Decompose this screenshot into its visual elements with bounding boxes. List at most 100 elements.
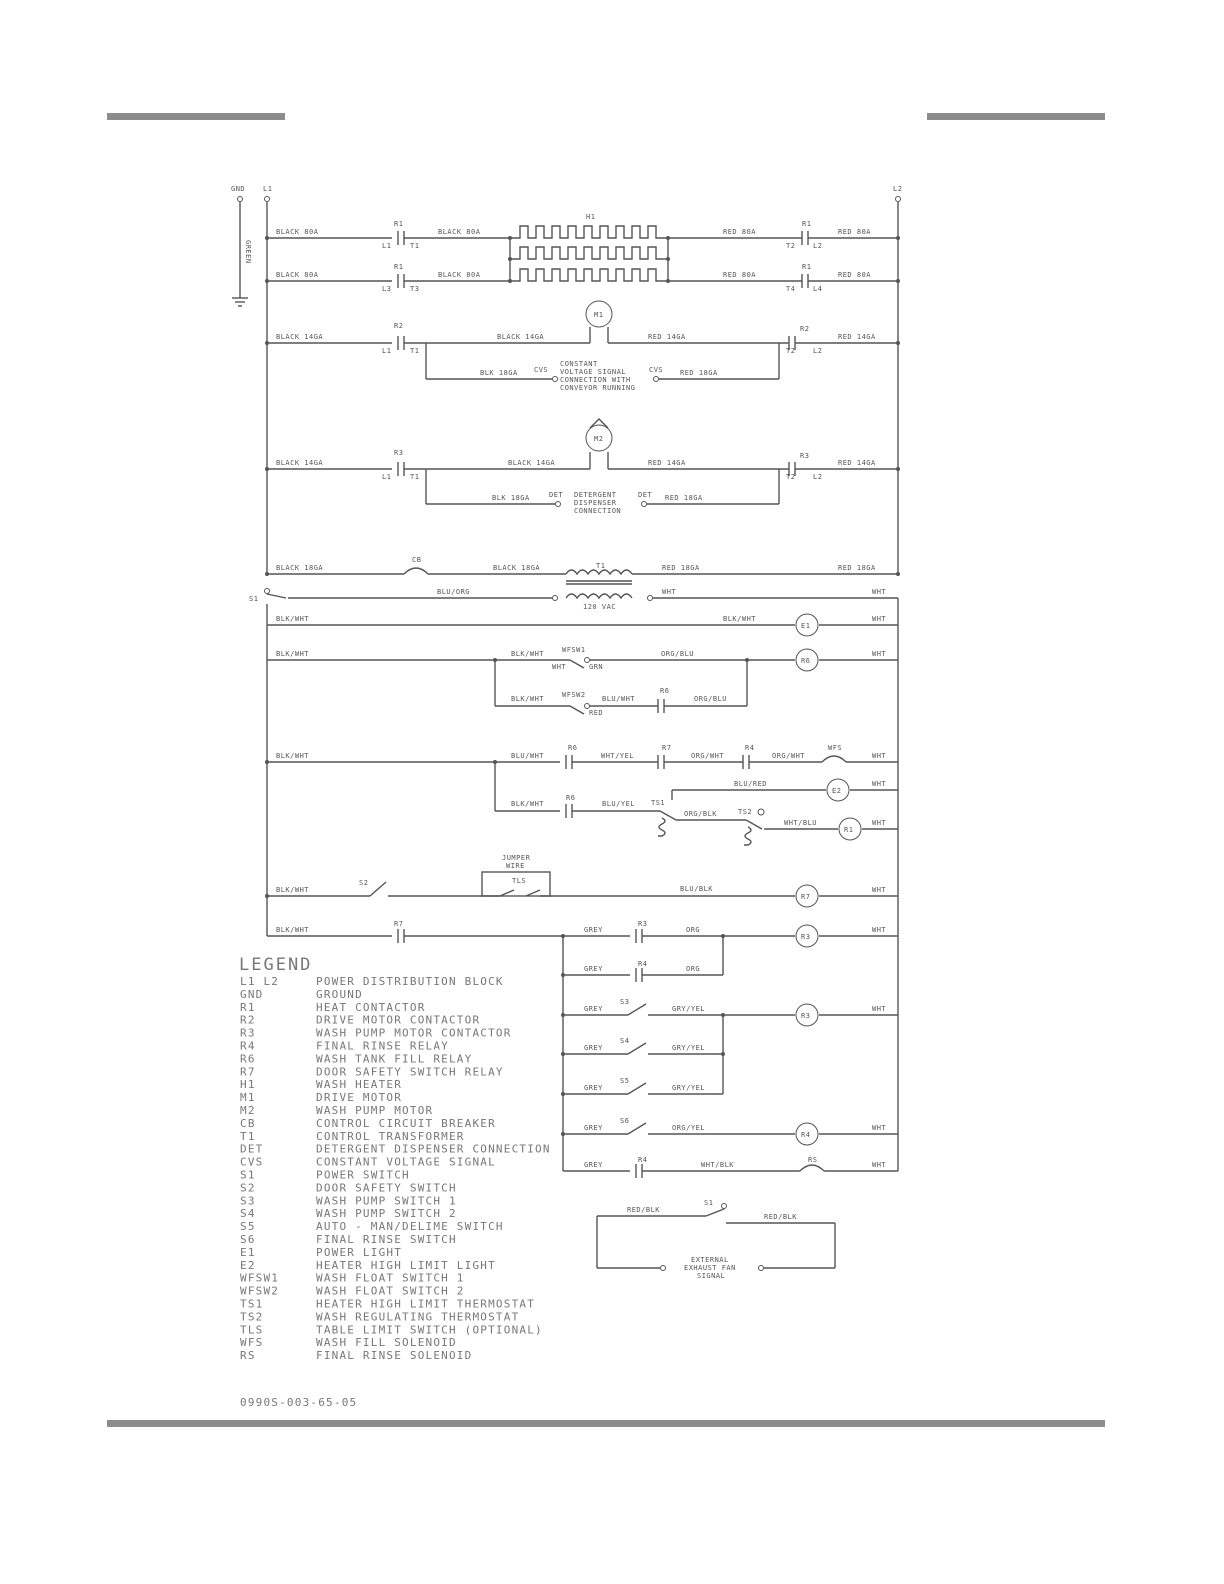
note-line: CONSTANT	[560, 360, 598, 368]
wire-label: RED 14GA	[838, 459, 876, 467]
wire-label: ORG	[686, 965, 700, 973]
wire-label: BLK/WHT	[276, 650, 309, 658]
legend-description: WASH FLOAT SWITCH 1	[316, 1272, 465, 1285]
ts1-thermostat-icon	[658, 817, 666, 837]
wire-label: WHT	[872, 650, 886, 658]
header-rule-right	[927, 113, 1105, 120]
wire-label: BLK/WHT	[511, 800, 544, 808]
legend-description: WASH PUMP MOTOR	[316, 1104, 433, 1117]
wire-label: BLACK 80A	[438, 271, 481, 279]
light-label: E1	[801, 622, 810, 630]
switch-label: S2	[359, 879, 368, 887]
wire-label: WHT/BLK	[701, 1161, 734, 1169]
switch-label: WFSW2	[562, 691, 586, 699]
wire-label: RED 80A	[723, 271, 756, 279]
wire-label: WHT	[872, 752, 886, 760]
motor-label: M1	[594, 311, 603, 319]
switch-label: S3	[620, 998, 629, 1006]
wire-label: BLK 18GA	[480, 369, 518, 377]
wire-label: WHT	[872, 780, 886, 788]
wire-label: WHT	[872, 1005, 886, 1013]
terminal-label: T2	[786, 347, 795, 355]
wire-label: BLK/WHT	[276, 752, 309, 760]
wire-label: BLACK 14GA	[497, 333, 544, 341]
legend-code: S2	[240, 1181, 256, 1194]
wire-label: BLU/WHT	[602, 695, 635, 703]
wire-label: BLACK 14GA	[276, 459, 323, 467]
transformer-icon	[565, 569, 633, 600]
wire-label: WHT	[872, 615, 886, 623]
wire-label: ORG/BLU	[694, 695, 727, 703]
heater-circuit: H1 BLACK 80A R1 L1 T1 BLACK 80A RED 80A …	[265, 213, 900, 293]
terminal-label: L1	[382, 347, 391, 355]
r3-coil-icon: R3	[795, 924, 819, 948]
det-label: DET	[549, 491, 563, 499]
legend-description: DOOR SAFETY SWITCH	[316, 1181, 457, 1194]
legend-description: WASH PUMP SWITCH 2	[316, 1207, 457, 1220]
terminal-label: T2	[786, 242, 795, 250]
ground-icon	[232, 297, 248, 307]
legend-description: POWER DISTRIBUTION BLOCK	[316, 975, 504, 988]
legend-code: WFSW1	[240, 1272, 279, 1285]
contact-label: R3	[800, 452, 809, 460]
legend-description: AUTO - MAN/DELIME SWITCH	[316, 1220, 504, 1233]
solenoid-label: WFS	[828, 744, 842, 752]
wire-label: BLACK 80A	[276, 271, 319, 279]
legend-code: R6	[240, 1052, 256, 1065]
legend-description: WASH PUMP MOTOR CONTACTOR	[316, 1027, 512, 1040]
wire-label: ORG/BLU	[661, 650, 694, 658]
wire-label: RED 80A	[723, 228, 756, 236]
note-line: WIRE	[506, 862, 525, 870]
legend-description: DETERGENT DISPENSER CONNECTION	[316, 1143, 551, 1156]
wire-label: RED 14GA	[648, 333, 686, 341]
wire-label: ORG/YEL	[672, 1124, 705, 1132]
wire-label: WHT	[872, 588, 886, 596]
wire-label: WHT	[872, 926, 886, 934]
rail-l2-label: L2	[893, 185, 902, 193]
wire-label: BLACK 14GA	[508, 459, 555, 467]
legend-code: R3	[240, 1027, 256, 1040]
wire-label: RED 18GA	[662, 564, 700, 572]
legend-description: WASH REGULATING THERMOSTAT	[316, 1310, 519, 1323]
header-rule-left	[107, 113, 285, 120]
wire-label: RED	[589, 709, 603, 717]
wash-pump-motor-icon: M2	[585, 418, 613, 452]
terminal-label: T4	[786, 285, 795, 293]
switch-label: WFSW1	[562, 646, 586, 654]
contact-label: R1	[394, 263, 403, 271]
legend-description: HEATER HIGH LIMIT LIGHT	[316, 1259, 496, 1272]
note-line: CONNECTION WITH	[560, 376, 631, 384]
footer-rule	[107, 1420, 1105, 1427]
terminal-label: T3	[410, 285, 419, 293]
transformer-circuit: BLACK 18GA CB BLACK 18GA T1 RED 18GA RED…	[265, 556, 900, 611]
contact-label: R4	[638, 1156, 647, 1164]
note-line: EXTERNAL	[691, 1256, 729, 1264]
terminal-label: L1	[382, 473, 391, 481]
legend-code: H1	[240, 1078, 256, 1091]
legend-code: RS	[240, 1349, 256, 1362]
legend-code: E1	[240, 1246, 256, 1259]
terminal-label: T1	[410, 242, 419, 250]
rail-l1-label: L1	[263, 185, 272, 193]
terminal-label: L2	[813, 347, 822, 355]
wire-label: BLU/WHT	[511, 752, 544, 760]
wire-label: RED 80A	[838, 271, 871, 279]
switch-label: S5	[620, 1077, 629, 1085]
r1-coil-icon: R1	[838, 817, 862, 841]
contact-label: R2	[800, 325, 809, 333]
coil-label: R7	[801, 893, 810, 901]
legend-description: DRIVE MOTOR CONTACTOR	[316, 1014, 480, 1027]
legend-description: CONSTANT VOLTAGE SIGNAL	[316, 1156, 496, 1169]
legend-code: S3	[240, 1194, 256, 1207]
wire-label: WHT/YEL	[601, 752, 634, 760]
wire-label: RED 80A	[838, 228, 871, 236]
terminal-label: T1	[410, 347, 419, 355]
legend-description: FINAL RINSE RELAY	[316, 1040, 449, 1053]
legend-description: HEATER HIGH LIMIT THERMOSTAT	[316, 1298, 535, 1311]
legend-description: POWER SWITCH	[316, 1169, 410, 1182]
contact-label: R6	[660, 687, 669, 695]
legend-description: WASH HEATER	[316, 1078, 402, 1091]
transformer-label: T1	[596, 562, 605, 570]
wire-label: GREY	[584, 1161, 603, 1169]
wire-label: GRY/YEL	[672, 1005, 705, 1013]
